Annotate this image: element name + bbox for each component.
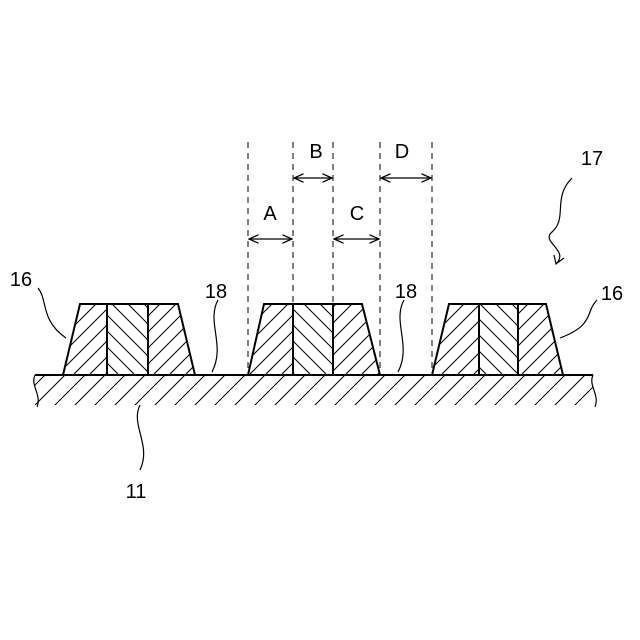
label-16-left: 16 xyxy=(10,269,32,291)
label-11: 11 xyxy=(126,481,147,503)
leader-11 xyxy=(137,405,143,470)
leader-17 xyxy=(549,178,572,264)
block-right xyxy=(432,304,563,375)
leader-16-left xyxy=(38,288,66,338)
label-18-left: 18 xyxy=(205,281,227,303)
label-16-right: 16 xyxy=(601,283,623,305)
dim-label-a: A xyxy=(263,203,277,225)
block-middle xyxy=(248,304,380,375)
block-left xyxy=(63,304,195,375)
leader-18-left xyxy=(212,300,218,372)
dim-label-d: D xyxy=(395,141,409,163)
dim-label-b: B xyxy=(309,141,322,163)
substrate-11 xyxy=(34,375,596,407)
leader-16-right xyxy=(560,300,597,338)
label-18-right: 18 xyxy=(395,281,417,303)
label-17: 17 xyxy=(581,148,603,170)
dim-label-c: C xyxy=(350,203,364,225)
leader-18-right xyxy=(398,300,404,372)
